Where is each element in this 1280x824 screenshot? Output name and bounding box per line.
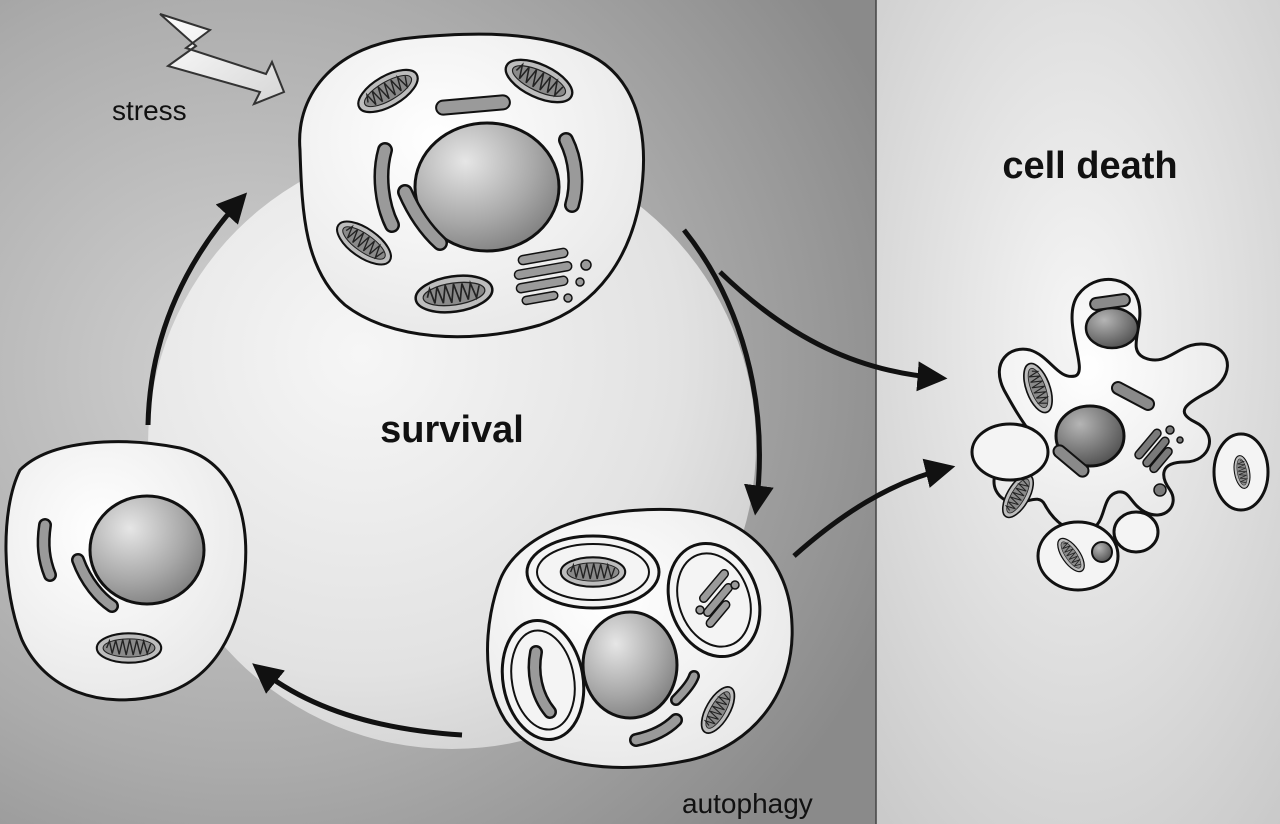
survival-label: survival (380, 409, 524, 451)
nucleus (413, 121, 561, 253)
er-strand (375, 144, 398, 231)
dying-cell (970, 278, 1270, 592)
er-strand (73, 555, 117, 611)
nucleus (581, 610, 679, 720)
apoptotic-body (1112, 510, 1160, 554)
mitochondrion (95, 632, 163, 664)
er-strand (435, 94, 511, 116)
er-strand (399, 186, 446, 249)
arrow-icon (145, 192, 248, 426)
golgi (695, 568, 740, 628)
apoptotic-body (1036, 520, 1120, 592)
daughter-cell (4, 440, 248, 702)
nucleus (1054, 404, 1126, 468)
healthy-cell (298, 32, 645, 339)
mitochondrion (559, 556, 627, 588)
autophagosome (500, 619, 586, 741)
arrow-icon (718, 270, 948, 392)
nucleus-fragment (1084, 306, 1140, 350)
arrow-icon (682, 228, 774, 516)
autophagy-label: autophagy (682, 788, 813, 819)
autophagosome (525, 534, 661, 610)
arrow-icon (252, 663, 463, 738)
survival-cycle-arrows (145, 192, 956, 738)
stress-label: stress (112, 95, 187, 126)
er-strand (530, 647, 555, 717)
golgi (1134, 425, 1184, 497)
autophagosome (666, 541, 762, 659)
apoptotic-body (1212, 432, 1270, 512)
arrow-icon (792, 458, 956, 558)
autophagic-cell (486, 507, 794, 769)
er-strand (560, 134, 581, 211)
er-strand (631, 715, 681, 745)
nucleus (88, 494, 206, 606)
er-strand (39, 520, 55, 580)
lightning-bolt-icon (159, 13, 286, 106)
apoptotic-body (970, 422, 1050, 482)
golgi (513, 247, 592, 306)
cell-death-label: cell death (1002, 145, 1177, 187)
